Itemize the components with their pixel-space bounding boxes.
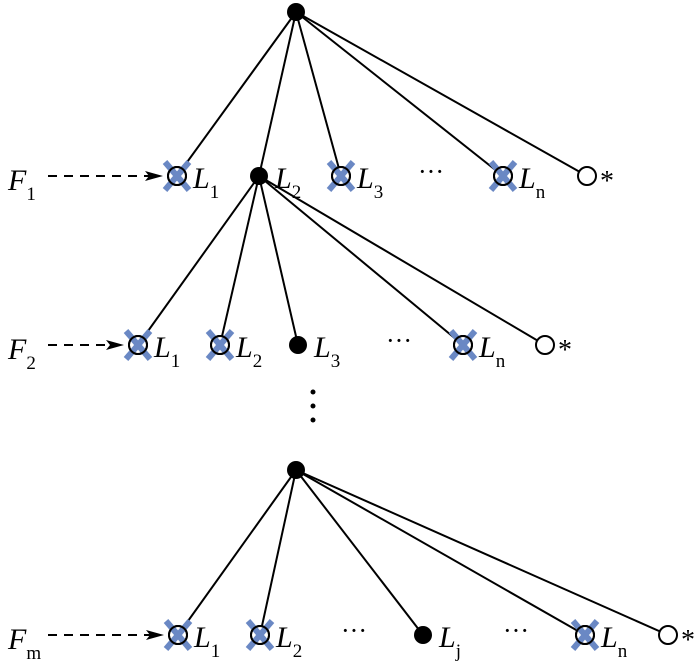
cross-mark-icon <box>205 329 235 361</box>
arrowhead <box>106 340 124 350</box>
node-subscript: 2 <box>292 182 302 203</box>
node-label: L2 <box>275 621 302 662</box>
pruned-node-outline <box>210 335 230 355</box>
pruned-node-outline <box>250 625 270 645</box>
ellipsis: ··· <box>386 326 412 355</box>
open-node <box>535 335 555 355</box>
pruned-node-outline <box>128 335 148 355</box>
node-subscript: n <box>618 641 628 662</box>
pruned-node-outline <box>575 625 595 645</box>
f-subscript: m <box>26 643 41 664</box>
node-label: Lj <box>438 621 461 662</box>
node-label: Ln <box>478 331 506 372</box>
f-label: F2 <box>7 333 36 374</box>
edge <box>295 11 588 177</box>
f-subscript: 2 <box>26 353 36 374</box>
node-label: L2 <box>235 331 262 372</box>
node-label: L3 <box>356 162 383 203</box>
cross-mark-icon <box>570 619 600 651</box>
edge <box>258 175 464 346</box>
edge <box>295 11 504 177</box>
filled-node <box>414 626 432 644</box>
edge <box>258 11 297 177</box>
edge <box>258 175 546 346</box>
cross-mark-icon <box>162 160 192 192</box>
edges <box>137 11 669 636</box>
node-label: L3 <box>313 331 340 372</box>
node-subscript: 3 <box>374 182 384 203</box>
node-label: L2 <box>274 162 301 203</box>
edge <box>176 11 297 177</box>
edge <box>295 469 669 636</box>
open-node <box>577 166 597 186</box>
edge <box>258 175 299 346</box>
edge <box>295 469 424 636</box>
root-node <box>287 3 305 21</box>
cross-mark-icon <box>245 619 275 651</box>
f-label: Fm <box>7 623 41 664</box>
star-label: * <box>558 335 572 366</box>
f-label: F1 <box>7 164 36 205</box>
star-label: * <box>681 625 695 656</box>
node-label: L1 <box>153 331 180 372</box>
arrowhead <box>146 630 164 640</box>
node-subscript: n <box>536 182 546 203</box>
node-subscript: j <box>455 641 461 662</box>
ellipsis: ··· <box>341 616 367 645</box>
edge <box>219 175 260 346</box>
vertical-ellipsis-dot <box>310 389 316 395</box>
node-subscript: n <box>496 351 506 372</box>
cross-mark-icon <box>488 160 518 192</box>
nodes <box>123 3 678 651</box>
edge <box>259 469 297 636</box>
edge <box>295 11 342 177</box>
node-subscript: 2 <box>253 351 263 372</box>
arrowhead <box>145 171 163 181</box>
cross-mark-icon <box>448 329 478 361</box>
node-subscript: 1 <box>210 182 220 203</box>
edge <box>177 469 297 636</box>
cross-mark-icon <box>123 329 153 361</box>
filled-node <box>289 336 307 354</box>
pruned-node-outline <box>493 166 513 186</box>
node-subscript: 2 <box>293 641 303 662</box>
node-label: Ln <box>600 621 628 662</box>
pruned-node-outline <box>167 166 187 186</box>
vertical-ellipsis-dot <box>310 403 316 409</box>
cross-mark-icon <box>326 160 356 192</box>
ellipsis: ··· <box>418 157 444 186</box>
filled-node <box>250 167 268 185</box>
node-subscript: 1 <box>171 351 181 372</box>
f-subscript: 1 <box>26 184 36 205</box>
cross-mark-icon <box>163 619 193 651</box>
node-label: Ln <box>518 162 546 203</box>
node-label: L1 <box>193 621 220 662</box>
node-subscript: 3 <box>331 351 341 372</box>
root-node <box>287 461 305 479</box>
node-label: L1 <box>192 162 219 203</box>
vertical-ellipsis-dot <box>310 417 316 423</box>
node-subscript: 1 <box>211 641 221 662</box>
pruned-node-outline <box>331 166 351 186</box>
pruned-node-outline <box>453 335 473 355</box>
ellipsis: ··· <box>503 616 529 645</box>
star-label: * <box>600 166 614 197</box>
edge <box>137 175 260 346</box>
pruned-node-outline <box>168 625 188 645</box>
edge <box>295 469 586 636</box>
open-node <box>658 625 678 645</box>
